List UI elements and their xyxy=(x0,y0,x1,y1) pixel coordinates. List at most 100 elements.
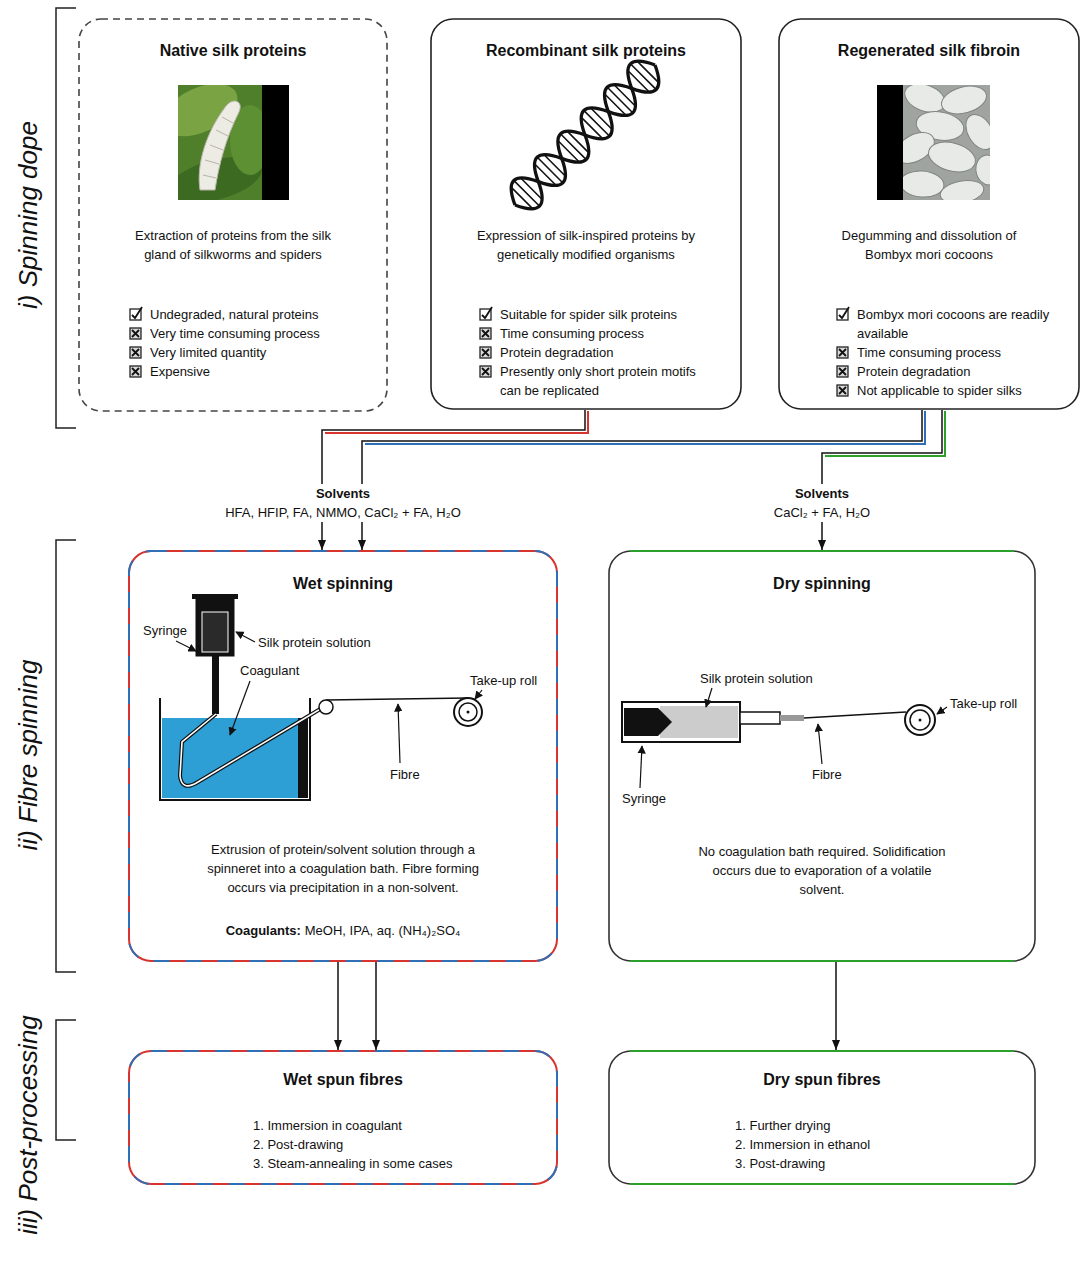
source-box: Regenerated silk fibroinDegumming and di… xyxy=(778,18,1080,410)
list-row: 3. Steam-annealing in some cases xyxy=(253,1154,543,1173)
leader-line xyxy=(398,704,400,763)
wet-spinning-apparatus xyxy=(196,596,234,656)
box-outline xyxy=(779,19,1079,409)
icon-box xyxy=(480,328,491,339)
dry-spinning-apparatus xyxy=(905,705,935,735)
box-outline xyxy=(431,19,741,409)
leader-line xyxy=(640,746,642,788)
box-title: Native silk proteins xyxy=(86,41,380,61)
dna-helix xyxy=(502,52,668,218)
cross-icon xyxy=(129,326,143,340)
icon-mark xyxy=(482,349,489,356)
box-outline xyxy=(609,551,1035,961)
list-row: 2. Post-drawing xyxy=(253,1135,543,1154)
box-title: Wet spinning xyxy=(136,574,550,594)
list-item: Suitable for spider silk proteins xyxy=(500,305,710,324)
wet-spinning-apparatus xyxy=(212,656,219,714)
process-box: Dry spinningNo coagulation bath required… xyxy=(608,550,1036,962)
icon-mark xyxy=(132,307,142,318)
cross-icon xyxy=(129,364,143,378)
icon-mark xyxy=(839,368,846,375)
box-title: Wet spun fibres xyxy=(136,1070,550,1090)
dry-spinning-apparatus xyxy=(658,708,672,736)
flow-arrow xyxy=(375,962,377,1050)
list-item: Protein degradation xyxy=(500,343,710,362)
list-row: 2. Immersion in ethanol xyxy=(735,1135,1025,1154)
box-outline xyxy=(129,551,557,961)
part-label: Fibre xyxy=(390,766,420,783)
dna-helix xyxy=(510,60,661,211)
box-title: Dry spinning xyxy=(616,574,1028,594)
leader-line xyxy=(475,690,482,699)
flow-arrow xyxy=(822,410,942,550)
cross-icon xyxy=(129,345,143,359)
silkworm-photo xyxy=(199,101,240,190)
section-bracket xyxy=(56,8,76,428)
process-box: Wet spinningExtrusion of protein/solvent… xyxy=(128,550,558,962)
list-row: Time consuming process xyxy=(500,324,710,343)
section-label: ii) Fibre spinning xyxy=(13,660,43,851)
list-row: 3. Post-drawing xyxy=(735,1154,1025,1173)
list-row: Very time consuming process xyxy=(150,324,370,343)
icon-box xyxy=(480,347,491,358)
item-list: 1. Further drying2. Immersion in ethanol… xyxy=(735,1116,1025,1173)
wet-spinning-apparatus xyxy=(326,698,468,700)
list-item: 2. Immersion in ethanol xyxy=(735,1135,1025,1154)
icon-mark xyxy=(839,349,846,356)
flow-arrow xyxy=(835,962,837,1050)
wet-spinning-apparatus xyxy=(467,711,470,714)
item-list: Undegraded, natural proteinsVery time co… xyxy=(150,305,370,381)
list-row: Undegraded, natural proteins xyxy=(150,305,370,324)
box-outline xyxy=(129,551,557,961)
box-border xyxy=(128,550,558,962)
list-item: 3. Steam-annealing in some cases xyxy=(253,1154,543,1173)
silkworm-photo xyxy=(178,85,262,200)
leader-line xyxy=(230,681,250,735)
silkworm-photo xyxy=(262,85,289,200)
icon-box xyxy=(130,366,141,377)
icon-box xyxy=(130,347,141,358)
box-description: Extraction of proteins from the silk gla… xyxy=(123,226,343,264)
check-icon xyxy=(129,307,143,321)
list-row: Protein degradation xyxy=(500,343,710,362)
silkworm-photo xyxy=(154,73,289,212)
cross-icon xyxy=(479,364,493,378)
list-item: 1. Immersion in coagulant xyxy=(253,1116,543,1135)
part-label: Silk protein solution xyxy=(258,634,371,651)
wet-spinning-apparatus xyxy=(298,718,308,798)
solvent-heading: Solvents xyxy=(313,484,373,503)
edge-color-stripe xyxy=(365,411,925,444)
icon-box xyxy=(837,385,848,396)
dry-spinning-apparatus xyxy=(780,715,804,721)
box-description: Degumming and dissolution of Bombyx mori… xyxy=(822,226,1037,264)
section-bracket xyxy=(56,540,76,972)
list-item: 2. Post-drawing xyxy=(253,1135,543,1154)
part-label: Syringe xyxy=(622,790,666,807)
list-item: 1. Further drying xyxy=(735,1116,1025,1135)
section-label: i) Spinning dope xyxy=(13,121,43,309)
list-item: Protein degradation xyxy=(857,362,1057,381)
list-row: Bombyx mori cocoons are readily availabl… xyxy=(857,305,1057,343)
section-label: iii) Post-processing xyxy=(13,1015,43,1235)
solvent-list: CaCl₂ + FA, H₂O xyxy=(771,503,873,522)
list-item: Very time consuming process xyxy=(150,324,370,343)
wet-spinning-apparatus xyxy=(202,612,228,652)
check-icon xyxy=(836,307,850,321)
item-list: Suitable for spider silk proteinsTime co… xyxy=(500,305,710,400)
part-label: Take-up roll xyxy=(470,672,537,689)
box-outline xyxy=(129,1051,557,1184)
solvent-list: HFA, HFIP, FA, NMMO, CaCl₂ + FA, H₂O xyxy=(222,503,464,522)
part-label: Take-up roll xyxy=(950,695,1017,712)
cross-icon xyxy=(479,326,493,340)
section-bracket xyxy=(56,1020,76,1140)
list-item: Expensive xyxy=(150,362,370,381)
box-outline xyxy=(609,1051,1035,1184)
list-item: Not applicable to spider silks xyxy=(857,381,1057,400)
dry-spinning-apparatus xyxy=(740,712,780,724)
list-row: Protein degradation xyxy=(857,362,1057,381)
icon-mark xyxy=(482,307,492,318)
leader-line xyxy=(176,632,482,763)
box-description: Extrusion of protein/solvent solution th… xyxy=(193,840,493,897)
box-title: Dry spun fibres xyxy=(616,1070,1028,1090)
part-label: Coagulant xyxy=(240,662,299,679)
